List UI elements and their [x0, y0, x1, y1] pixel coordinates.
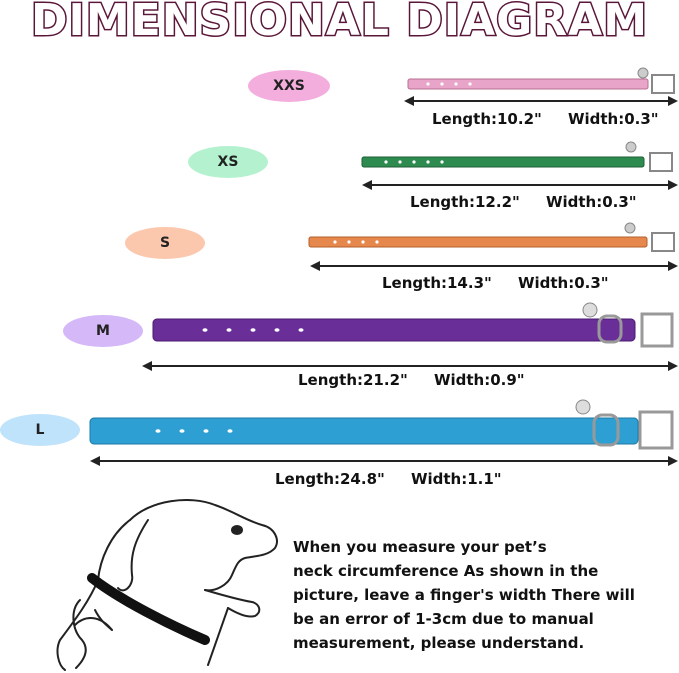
width-label: Width:0.3": [545, 193, 637, 211]
width-label: Width:0.3": [567, 110, 659, 128]
size-pill-xs: XS: [188, 146, 268, 178]
collar-m: [142, 302, 678, 371]
page-title: DIMENSIONAL DIAGRAM: [29, 0, 649, 47]
note-line: picture, leave a finger's width There wi…: [293, 586, 635, 604]
length-label: Length:14.3": [382, 274, 492, 292]
size-label: XXS: [273, 78, 305, 94]
length-label: Length:10.2": [432, 110, 542, 128]
note-line: neck circumference As shown in the: [293, 562, 599, 580]
note-line: measurement, please understand.: [293, 634, 585, 652]
size-pill-s: S: [125, 227, 205, 259]
dimension-l: Length:24.8" Width:1.1": [275, 470, 502, 488]
measurement-note: When you measure your pet’s neck circumf…: [293, 535, 663, 655]
note-line: be an error of 1-3cm due to manual: [293, 610, 594, 628]
length-label: Length:12.2": [410, 193, 520, 211]
size-pill-m: M: [63, 315, 143, 347]
width-label: Width:0.3": [517, 274, 609, 292]
dimension-xxs: Length:10.2" Width:0.3": [432, 110, 659, 128]
note-line: When you measure your pet’s: [293, 538, 547, 556]
size-label: L: [35, 422, 45, 438]
collar-xxs: [404, 67, 678, 106]
collar-s: [308, 222, 678, 271]
dimension-m: Length:21.2" Width:0.9": [298, 371, 525, 389]
dimension-xs: Length:12.2" Width:0.3": [410, 193, 637, 211]
size-pill-l: L: [0, 414, 80, 446]
dimension-s: Length:14.3" Width:0.3": [382, 274, 609, 292]
size-label: S: [159, 235, 171, 251]
collar-l: [89, 399, 678, 466]
size-pill-xxs: XXS: [248, 70, 330, 102]
collar-xs: [361, 141, 678, 190]
dog-illustration: [56, 499, 278, 671]
width-label: Width:0.9": [433, 371, 525, 389]
length-label: Length:24.8": [275, 470, 385, 488]
size-label: M: [96, 323, 110, 339]
size-label: XS: [217, 154, 239, 170]
width-label: Width:1.1": [410, 470, 502, 488]
length-label: Length:21.2": [298, 371, 408, 389]
